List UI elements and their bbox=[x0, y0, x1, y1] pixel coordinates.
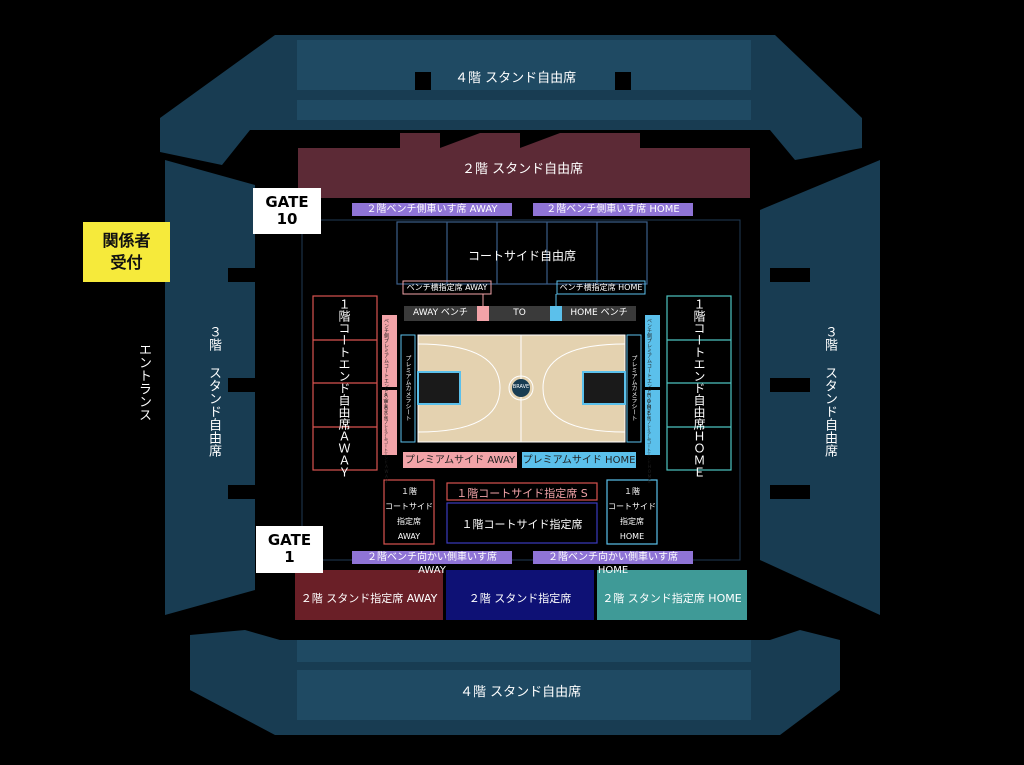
bench-opposite-premium-end-home-label: ベンチ向かい側プレミアムコートエンドHOME bbox=[647, 392, 652, 484]
bench-row bbox=[404, 306, 636, 321]
premium-camera-right[interactable] bbox=[626, 334, 642, 443]
courtside-free-section[interactable] bbox=[396, 221, 648, 285]
bench-premium-end-home[interactable] bbox=[645, 315, 660, 387]
opp-wheel-home-label: ２階ベンチ向かい側車いす席 HOME bbox=[548, 552, 678, 576]
premium-camera-right-label: プレミアムカメラシート bbox=[630, 355, 637, 421]
courtside-reserved-section[interactable] bbox=[446, 502, 598, 544]
courtside-away-label: １階 コートサイド 指定席 AWAY bbox=[384, 484, 434, 544]
courtside-s-label: １階コートサイド指定席 S bbox=[456, 487, 588, 500]
opp-wheel-home-bar[interactable] bbox=[533, 551, 693, 564]
bench-premium-end-home-label: ベンチ側プレミアムコートエンドHOME bbox=[646, 318, 652, 417]
gate10-line1: GATE bbox=[265, 193, 309, 211]
floor4-bottom-section[interactable] bbox=[190, 630, 840, 735]
premium-side-away-label: プレミアムサイド AWAY bbox=[404, 455, 516, 466]
courtside-away-section[interactable] bbox=[383, 479, 435, 545]
floor3-left-label: ３階 スタンド自由席 bbox=[206, 325, 221, 457]
courtside-away-line2: コートサイド bbox=[385, 502, 433, 511]
gate1-line2: 1 bbox=[284, 548, 295, 566]
courtend-home-label: １階コートエンド自由席ＨＯＭＥ bbox=[692, 298, 706, 478]
bench-side-home-box[interactable] bbox=[556, 280, 646, 295]
courtside-home-line4: HOME bbox=[619, 532, 645, 541]
courtside-home-section[interactable] bbox=[606, 479, 658, 545]
gate1-marker: GATE 1 bbox=[256, 526, 323, 573]
stand2-center-section[interactable] bbox=[446, 570, 594, 620]
premium-side-home-bar[interactable] bbox=[522, 452, 636, 468]
courtside-s-section[interactable] bbox=[446, 482, 598, 501]
premium-side-away-bar[interactable] bbox=[403, 452, 517, 468]
courtside-home-line2: コートサイド bbox=[608, 502, 656, 511]
entrance-label: エントランス bbox=[136, 343, 151, 421]
stand2-away-section[interactable] bbox=[295, 570, 443, 620]
premium-camera-left-label: プレミアムカメラシート bbox=[404, 355, 411, 421]
bench-premium-end-away[interactable] bbox=[382, 315, 397, 387]
courtside-away-line3: 指定席 bbox=[397, 517, 421, 526]
courtside-home-label: １階 コートサイド 指定席 HOME bbox=[607, 484, 657, 544]
premium-side-home-label: プレミアムサイド HOME bbox=[522, 455, 636, 466]
courtside-away-line1: １階 bbox=[401, 487, 417, 496]
bench-opposite-premium-end-home[interactable] bbox=[645, 390, 660, 455]
bench-side-away-label: ベンチ横指定席 AWAY bbox=[406, 283, 488, 292]
floor3-left-section[interactable] bbox=[165, 160, 258, 615]
bench-side-away-box[interactable] bbox=[402, 280, 492, 295]
bench-wheel-away-label: ２階ベンチ側車いす席 AWAY bbox=[366, 204, 498, 215]
bench-opposite-premium-end-away[interactable] bbox=[382, 390, 397, 455]
premium-camera-left[interactable] bbox=[400, 334, 416, 443]
bench-opposite-premium-end-away-label: ベンチ向かい側プレミアムコートエンドAWAY bbox=[384, 392, 389, 484]
stand2-center-label: ２階 スタンド指定席 bbox=[468, 592, 572, 605]
staff-reception-marker: 関係者 受付 bbox=[83, 222, 170, 282]
stand2-home-section[interactable] bbox=[597, 570, 747, 620]
opp-wheel-away-bar[interactable] bbox=[352, 551, 512, 564]
home-bench-label: HOME ベンチ bbox=[570, 308, 628, 318]
courtend-away-label: １階コートエンド自由席ＡＷＡＹ bbox=[337, 298, 351, 478]
floor3-right-section[interactable] bbox=[760, 160, 880, 615]
courtend-away-section[interactable] bbox=[312, 295, 378, 471]
bench-wheel-away-bar[interactable] bbox=[352, 203, 512, 216]
to-label: TO bbox=[513, 308, 526, 318]
bench-wheel-home-label: ２階ベンチ側車いす席 HOME bbox=[546, 204, 680, 215]
home-bench-marker bbox=[550, 306, 562, 321]
bench-side-home-label: ベンチ横指定席 HOME bbox=[559, 283, 643, 292]
gate10-line2: 10 bbox=[276, 210, 298, 228]
floor4-top-label: ４階 スタンド自由席 bbox=[455, 71, 577, 86]
courtend-home-section[interactable] bbox=[666, 295, 732, 471]
stand2-home-label: ２階 スタンド指定席 HOME bbox=[602, 592, 742, 605]
court-logo: BRAVE bbox=[512, 384, 530, 390]
courtside-home-line1: １階 bbox=[624, 487, 640, 496]
floor4-top-section[interactable] bbox=[160, 35, 862, 165]
bench-wheel-home-bar[interactable] bbox=[533, 203, 693, 216]
stand2-away-label: ２階 スタンド指定席 AWAY bbox=[300, 592, 438, 605]
away-bench-label: AWAY ベンチ bbox=[413, 308, 468, 318]
basketball-court bbox=[417, 334, 626, 443]
floor2-top-free-section[interactable] bbox=[298, 133, 750, 198]
courtside-home-line3: 指定席 bbox=[620, 517, 644, 526]
floor2-top-label: ２階 スタンド自由席 bbox=[462, 162, 584, 177]
floor4-bottom-label: ４階 スタンド自由席 bbox=[460, 685, 582, 700]
away-bench-marker bbox=[477, 306, 489, 321]
courtside-free-label: コートサイド自由席 bbox=[467, 249, 576, 263]
staff-reception-line1: 関係者 bbox=[102, 231, 151, 250]
gate10-marker: GATE 10 bbox=[253, 188, 321, 234]
floor3-right-label: ３階 スタンド自由席 bbox=[822, 325, 837, 457]
courtside-away-line4: AWAY bbox=[397, 532, 421, 541]
staff-reception-line2: 受付 bbox=[110, 253, 143, 272]
courtside-reserved-label: １階コートサイド指定席 bbox=[461, 518, 583, 531]
bench-premium-end-away-label: ベンチ側プレミアムコートエンドAWAY bbox=[383, 318, 389, 417]
opp-wheel-away-label: ２階ベンチ向かい側車いす席 AWAY bbox=[367, 552, 497, 576]
gate1-line1: GATE bbox=[267, 531, 312, 549]
arena-inner-outline bbox=[301, 219, 741, 561]
